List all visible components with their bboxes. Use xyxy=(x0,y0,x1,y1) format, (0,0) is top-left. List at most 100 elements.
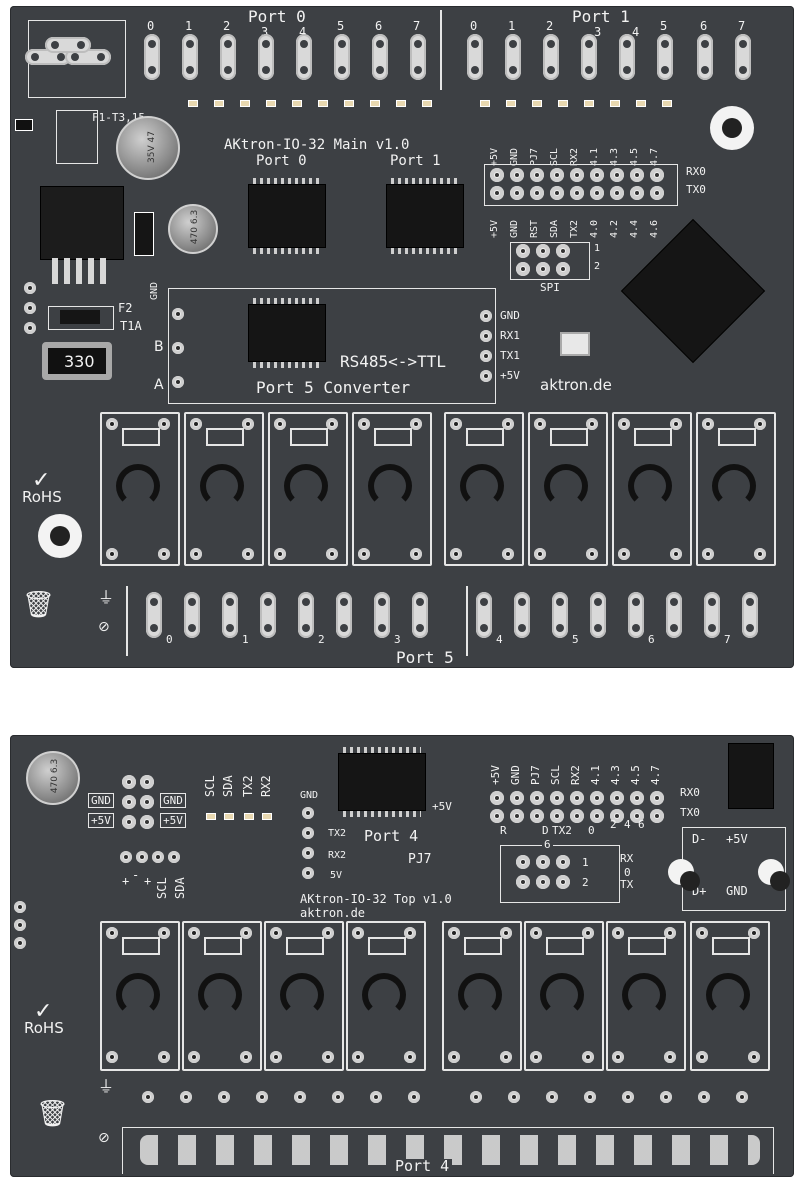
voltage-regulator xyxy=(40,186,124,260)
usb-label: D- xyxy=(692,832,707,846)
microcontroller xyxy=(620,218,766,364)
port1-num: 4 xyxy=(632,25,640,39)
terminal-divider xyxy=(466,586,468,656)
port4-chip-label: Port 4 xyxy=(364,827,419,845)
header-pin xyxy=(570,809,584,823)
header-pin xyxy=(610,186,624,200)
header-pin xyxy=(650,168,664,182)
header-pin xyxy=(530,791,544,805)
usb-chip xyxy=(728,743,774,809)
conn-pin xyxy=(556,855,570,869)
via-hole xyxy=(508,1091,520,1103)
header-bottom-label: SDA xyxy=(549,219,560,238)
via-hole xyxy=(408,1091,420,1103)
i2c-label: RX2 xyxy=(259,775,273,797)
terminal-pad xyxy=(666,592,682,638)
fuse2-outline xyxy=(48,306,114,330)
spi-row-label: 1 xyxy=(594,243,601,254)
header-bottom-label: +5V xyxy=(489,219,500,238)
terminal-pad xyxy=(222,592,238,638)
header-top-label: 4.7 xyxy=(649,765,662,785)
chip-label-port1: Port 1 xyxy=(390,153,441,169)
header-pin xyxy=(630,186,644,200)
rs485-side-label: GND xyxy=(300,790,319,801)
via-hole xyxy=(218,1091,230,1103)
header-pin xyxy=(590,791,604,805)
chip-pins xyxy=(253,362,321,368)
spi-label: SPI xyxy=(540,281,560,294)
port0-num: 7 xyxy=(413,19,421,33)
rs485-right-label: TX1 xyxy=(500,349,520,362)
header-pin xyxy=(510,168,524,182)
spi-bottom-label: D xyxy=(542,824,549,837)
rs485-pad xyxy=(172,342,184,354)
rs485-subtitle: Port 5 Converter xyxy=(256,378,411,397)
rs485-pad xyxy=(302,827,314,839)
terminal-pad xyxy=(697,34,713,80)
rs485-pad xyxy=(480,310,492,322)
header-pin xyxy=(650,809,664,823)
i2c-pad xyxy=(136,851,148,863)
rs485-pad xyxy=(302,807,314,819)
relay xyxy=(184,412,264,566)
port0-num: 4 xyxy=(299,25,307,39)
smd-resistor xyxy=(318,100,328,107)
port1-num: 3 xyxy=(594,25,602,39)
terminal-strip-outline xyxy=(122,1127,774,1174)
relay xyxy=(346,921,426,1071)
terminal-pad xyxy=(336,592,352,638)
port1-num: 7 xyxy=(738,19,746,33)
header-right-label: TX0 xyxy=(680,806,700,819)
via-hole xyxy=(180,1091,192,1103)
terminal-pad xyxy=(505,34,521,80)
spi-pin xyxy=(536,244,550,258)
fuse2-rating: T1A xyxy=(120,319,142,333)
smd-resistor xyxy=(244,813,254,820)
rxtx-label: TX xyxy=(620,878,634,891)
conn-row-label: 1 xyxy=(582,856,589,869)
chip-pins xyxy=(343,811,421,817)
smd-resistor xyxy=(206,813,216,820)
cap1-text: 35V 47 xyxy=(146,131,157,163)
terminal-pad xyxy=(467,34,483,80)
smd-resistor xyxy=(480,100,490,107)
smd-resistor xyxy=(662,100,672,107)
relay xyxy=(606,921,686,1071)
diode xyxy=(134,212,154,256)
header-top-label: 4.5 xyxy=(629,765,642,785)
smd-resistor xyxy=(532,100,542,107)
via-hole xyxy=(14,937,26,949)
header-pin xyxy=(490,791,504,805)
via-hole xyxy=(622,1091,634,1103)
header-pin xyxy=(610,809,624,823)
terminal-pad xyxy=(146,592,162,638)
rs485-left-label: A xyxy=(154,377,164,393)
header-pin xyxy=(590,168,604,182)
header-pin xyxy=(140,795,154,809)
capacitor: 470 6.3 xyxy=(26,751,80,805)
rs485-side-label: TX2 xyxy=(328,828,347,839)
spi-header-outline xyxy=(510,242,590,280)
inductor-label: 330 xyxy=(64,352,95,371)
smd-resistor xyxy=(224,813,234,820)
via-hole xyxy=(24,322,36,334)
port0-chip xyxy=(248,178,326,254)
port4-label: Port 4 xyxy=(392,1159,453,1174)
port1-num: 0 xyxy=(470,19,478,33)
rs485-outline xyxy=(168,288,496,404)
header-pin xyxy=(550,186,564,200)
relay xyxy=(100,412,180,566)
capacitor-small: 470 6.3 xyxy=(168,204,218,254)
spi-bottom-label: 2 xyxy=(610,818,617,831)
cap2-text: 470 6.3 xyxy=(190,209,201,245)
via-hole xyxy=(546,1091,558,1103)
header-pin xyxy=(122,775,136,789)
port1-num: 2 xyxy=(546,19,554,33)
main-board-title: AKtron-IO-32 Main v1.0 xyxy=(224,137,410,153)
relay xyxy=(100,921,180,1071)
relay xyxy=(268,412,348,566)
terminal-pad xyxy=(735,34,751,80)
via-hole xyxy=(24,302,36,314)
port5-label: Port 5 xyxy=(396,648,454,667)
via-hole xyxy=(14,901,26,913)
